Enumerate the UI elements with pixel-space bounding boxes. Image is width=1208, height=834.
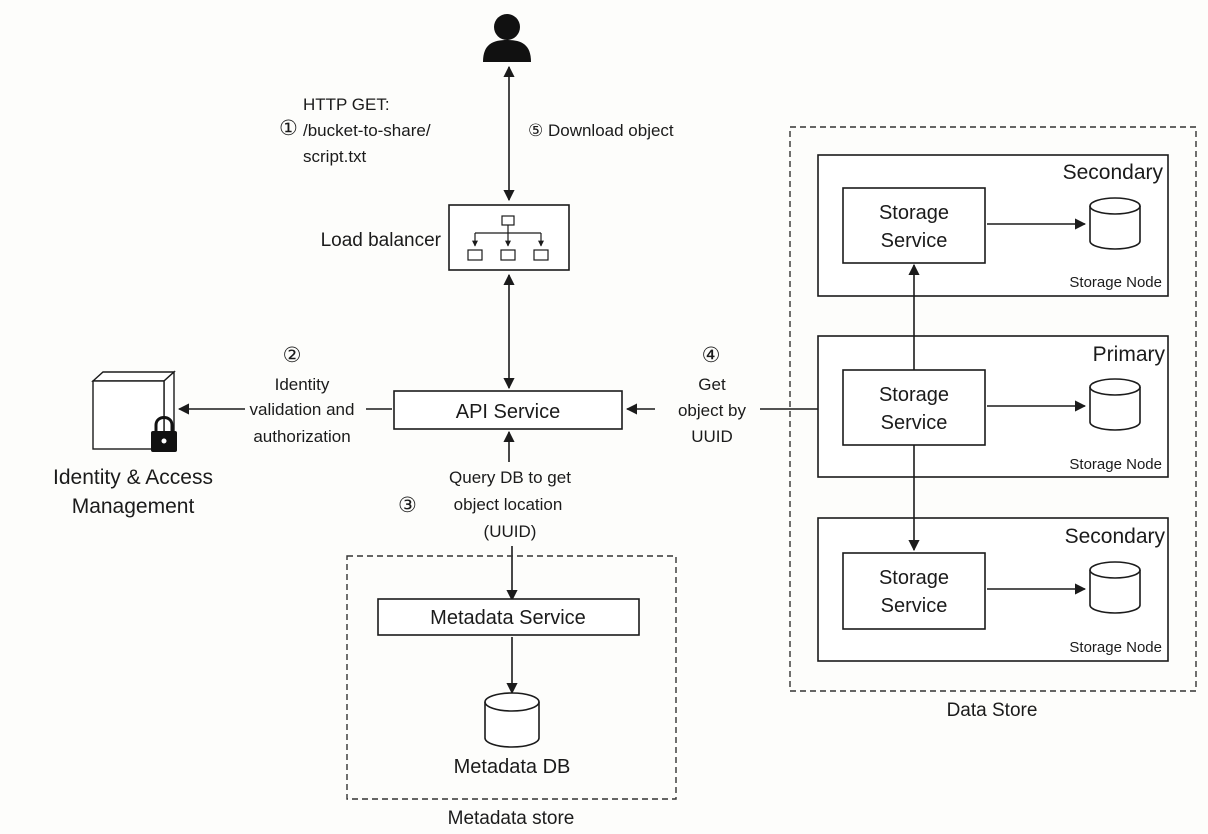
- storage-service-line1: Storage: [879, 202, 949, 224]
- metadata-service-label: Metadata Service: [430, 607, 586, 629]
- api-service-label: API Service: [456, 401, 560, 423]
- metadata-store-label: Metadata store: [448, 808, 575, 829]
- storage-service-line2: Service: [881, 412, 948, 434]
- step1-marker: ①: [279, 117, 298, 140]
- node-role-label: Secondary: [1063, 161, 1164, 184]
- storage-node-label: Storage Node: [1069, 639, 1162, 656]
- data-store-boundary: [789, 126, 1197, 692]
- storage-service-line1: Storage: [879, 567, 949, 589]
- step2-line1: Identity: [275, 375, 330, 394]
- api-service: API Service: [393, 390, 623, 430]
- storage-node-secondary-bottom: Secondary Storage Service Storage Node: [817, 517, 1169, 662]
- storage-service-line2: Service: [881, 230, 948, 252]
- user-icon: [483, 14, 531, 62]
- lock-icon: [151, 416, 177, 452]
- step4-line2: object by: [678, 401, 747, 420]
- step4-line1: Get: [698, 375, 726, 394]
- storage-disk-icon: [1089, 378, 1141, 431]
- storage-disk-icon: [1089, 561, 1141, 614]
- storage-node-primary: Primary Storage Service Storage Node: [817, 335, 1169, 478]
- storage-service-line1: Storage: [879, 384, 949, 406]
- data-store-label: Data Store: [947, 700, 1038, 721]
- metadata-service: Metadata Service: [377, 598, 640, 636]
- step3-line1: Query DB to get: [449, 468, 571, 487]
- step3-line2: object location: [454, 495, 563, 514]
- node-role-label: Secondary: [1065, 525, 1166, 548]
- step2-line3: authorization: [253, 427, 350, 446]
- storage-disk-icon: [1089, 197, 1141, 250]
- step4-line3: UUID: [691, 427, 733, 446]
- step1-method: HTTP GET:: [303, 95, 390, 114]
- step1-path-line2: script.txt: [303, 147, 367, 166]
- load-balancer: [448, 204, 570, 271]
- storage-node-label: Storage Node: [1069, 274, 1162, 291]
- step3-marker: ③: [398, 494, 417, 517]
- metadata-db-label: Metadata DB: [454, 756, 571, 778]
- iam-label-line2: Management: [72, 495, 195, 518]
- iam-label-line1: Identity & Access: [53, 466, 213, 489]
- storage-node-secondary-top: Secondary Storage Service Storage Node: [817, 154, 1169, 297]
- load-balancer-label: Load balancer: [321, 230, 442, 251]
- step5-label: ⑤ Download object: [528, 121, 674, 140]
- step1-path-line1: /bucket-to-share/: [303, 121, 431, 140]
- storage-node-label: Storage Node: [1069, 456, 1162, 473]
- metadata-store-boundary: [346, 555, 677, 800]
- load-balancer-icon: [467, 215, 549, 261]
- node-role-label: Primary: [1093, 343, 1166, 366]
- storage-service-line2: Service: [881, 595, 948, 617]
- step3-line3: (UUID): [484, 522, 537, 541]
- step2-line2: validation and: [250, 400, 355, 419]
- step2-marker: ②: [283, 344, 302, 367]
- step4-marker: ④: [702, 344, 721, 367]
- metadata-db-cylinder-icon: [484, 692, 540, 748]
